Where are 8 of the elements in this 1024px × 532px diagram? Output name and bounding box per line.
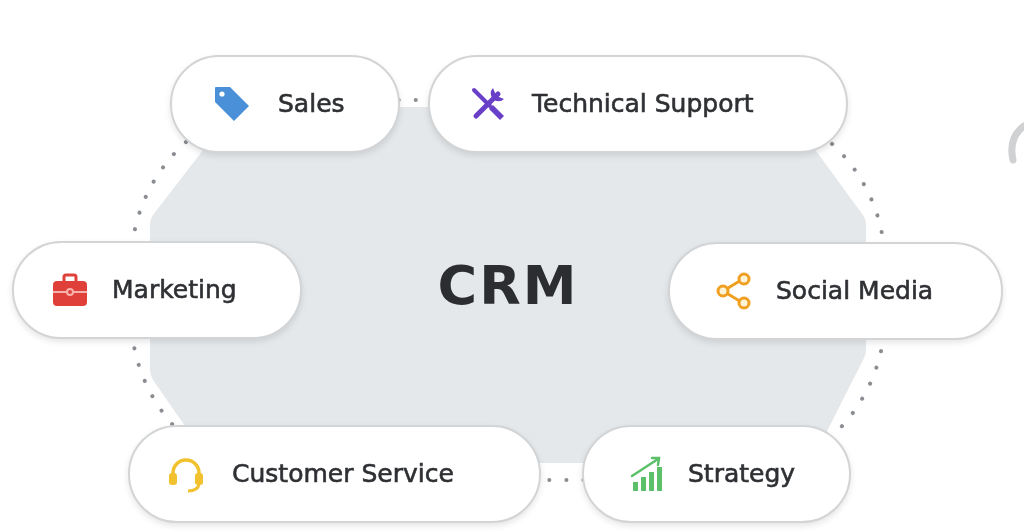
pill-label: Customer Service xyxy=(232,459,454,489)
topic-pill xyxy=(170,55,400,153)
pill-label: Social Media xyxy=(776,276,934,306)
pill-label: Sales xyxy=(278,89,345,119)
pill-label: Marketing xyxy=(112,275,237,305)
pill-label: Technical Support xyxy=(532,89,754,119)
hub-title: CRM xyxy=(437,255,579,315)
pill-label: Strategy xyxy=(688,459,796,489)
